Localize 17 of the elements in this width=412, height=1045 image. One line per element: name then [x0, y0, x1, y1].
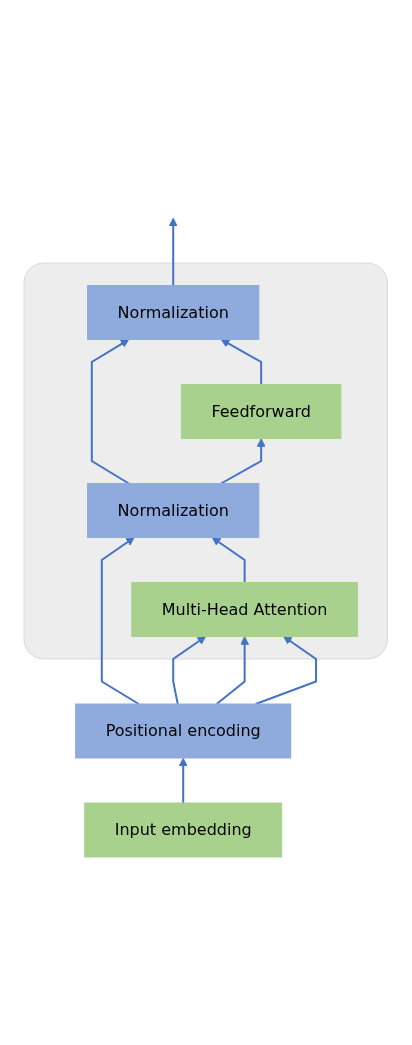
arrow [172, 636, 207, 705]
arrow [220, 438, 266, 485]
arrow [91, 339, 131, 485]
node-box: Feedforward [181, 384, 342, 439]
node-box: Multi-Head Attention [131, 582, 359, 637]
arrow [212, 537, 246, 584]
arrow [221, 339, 263, 386]
node-box: Normalization [87, 285, 260, 340]
node-box: Normalization [87, 483, 260, 538]
arrow [216, 636, 250, 705]
arrow [169, 217, 178, 287]
node-box: Positional encoding [75, 703, 292, 759]
cluster [23, 262, 389, 660]
node-box: Input embedding [84, 802, 283, 858]
arrow [179, 757, 188, 804]
arrow [101, 537, 141, 705]
arrow [254, 636, 318, 705]
